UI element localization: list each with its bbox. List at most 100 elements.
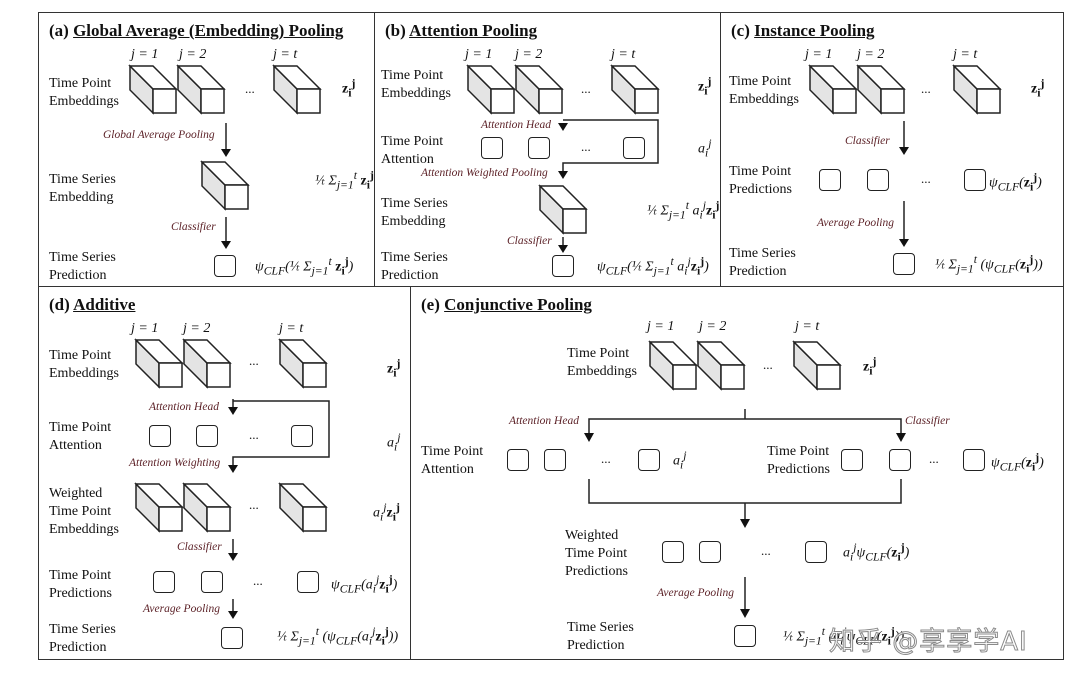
arrow-head (558, 123, 568, 131)
prediction-box (841, 449, 863, 471)
arrow-label: Attention Weighting (129, 457, 221, 469)
j-label: j = 2 (857, 47, 885, 62)
arrow-head (584, 433, 594, 442)
attention-box (481, 137, 503, 159)
j-label: j = 2 (179, 47, 207, 62)
panel-letter: (a) (49, 21, 69, 40)
arrow-head (558, 171, 568, 179)
prediction-box (893, 253, 915, 275)
ellipsis: ... (581, 139, 591, 154)
j-label: j = t (273, 47, 298, 62)
row-label: Time Series Prediction (729, 246, 796, 279)
arrow-head (228, 407, 238, 415)
row-label: Time Series Prediction (381, 250, 448, 283)
ellipsis: ... (601, 451, 611, 466)
row-label: Time Series Prediction (49, 622, 116, 655)
attention-loop (232, 399, 330, 467)
arrow-label: Global Average Pooling (103, 129, 215, 141)
j-label: j = t (953, 47, 978, 62)
attention-box (623, 137, 645, 159)
panel-name: Instance Pooling (754, 21, 875, 40)
prediction-box (214, 255, 236, 277)
arrow-label: Average Pooling (817, 217, 894, 229)
math-z: zij (863, 355, 877, 378)
cube-icon (134, 482, 184, 533)
math-prediction: ψCLF(¹⁄ₜ Σj=1t zij) (255, 255, 354, 278)
attention-box (507, 449, 529, 471)
cube-icon (200, 160, 250, 211)
j-label: j = 2 (699, 319, 727, 334)
ellipsis: ... (253, 573, 263, 588)
j-label: j = 1 (465, 47, 493, 62)
row-label: Weighted Time Point Predictions (565, 528, 628, 579)
arrow-head (899, 239, 909, 247)
math-a: aij (698, 137, 712, 160)
math-a: aij (673, 449, 687, 472)
math-prediction: ψCLF(zij) (989, 171, 1042, 194)
prediction-box (819, 169, 841, 191)
prediction-box (201, 571, 223, 593)
math-z: zij (1031, 77, 1045, 100)
arrow-label: Average Pooling (657, 587, 734, 599)
j-label: j = t (795, 319, 820, 334)
arrow-label: Classifier (845, 135, 890, 147)
prediction-box (297, 571, 319, 593)
math-prediction: ψCLF(aijzij) (331, 573, 398, 596)
cube-icon (538, 184, 588, 235)
cube-icon (696, 340, 746, 391)
prediction-box (964, 169, 986, 191)
arrow-head (228, 465, 238, 473)
watermark: 知乎 @享享学AI (829, 627, 1028, 658)
row-label: Time Point Attention (421, 444, 484, 477)
cube-icon (792, 340, 842, 391)
arrow-head (228, 553, 238, 561)
row-label: Time Point Predictions (49, 568, 112, 601)
arrow-head (221, 149, 231, 157)
ellipsis: ... (249, 427, 259, 442)
row-label: Time Point Predictions (767, 444, 830, 477)
arrows (221, 123, 231, 249)
math-average: ¹⁄ₜ Σj=1t (ψCLF(zij)) (935, 253, 1043, 276)
ellipsis: ... (921, 81, 931, 96)
cube-icon (134, 338, 184, 389)
arrow-label: Average Pooling (143, 603, 220, 615)
math-z: zij (387, 357, 401, 380)
prediction-box (221, 627, 243, 649)
arrow-label: Classifier (171, 221, 216, 233)
panel-name: Attention Pooling (409, 21, 538, 40)
prediction-box (867, 169, 889, 191)
row-label: Time Point Embeddings (381, 68, 451, 101)
arrow-head (899, 147, 909, 155)
j-label: j = 1 (805, 47, 833, 62)
panel-title: (e) Conjunctive Pooling (421, 295, 592, 315)
panel-conjunctive-pooling: (e) Conjunctive Pooling j = 1 j = 2 j = … (410, 286, 1064, 660)
attention-box (149, 425, 171, 447)
cube-icon (176, 64, 226, 115)
row-label: Time Series Prediction (49, 250, 116, 283)
panel-title: (d) Additive (49, 295, 135, 315)
math-prediction: ψCLF(¹⁄ₜ Σj=1t aijzij) (597, 255, 709, 278)
math-z: zij (698, 75, 712, 98)
row-label: Time Point Embeddings (729, 74, 799, 107)
ellipsis: ... (761, 543, 771, 558)
merge-connector (588, 479, 902, 504)
row-label: Time Point Embeddings (49, 348, 119, 381)
arrow-label: Attention Head (149, 401, 219, 413)
row-label: Time Point Embeddings (49, 76, 119, 109)
cube-icon (278, 338, 328, 389)
attention-box (196, 425, 218, 447)
attention-box (544, 449, 566, 471)
arrow-head (896, 433, 906, 442)
math-prediction: ψCLF(zij) (991, 451, 1044, 474)
cube-icon (182, 338, 232, 389)
row-label: Time Point Attention (381, 134, 444, 167)
cube-icon (610, 64, 660, 115)
attention-box (528, 137, 550, 159)
prediction-box (552, 255, 574, 277)
ellipsis: ... (763, 357, 773, 372)
panel-name: Conjunctive Pooling (444, 295, 592, 314)
arrow-head (221, 241, 231, 249)
prediction-box (734, 625, 756, 647)
j-label: j = 2 (515, 47, 543, 62)
attention-box (291, 425, 313, 447)
